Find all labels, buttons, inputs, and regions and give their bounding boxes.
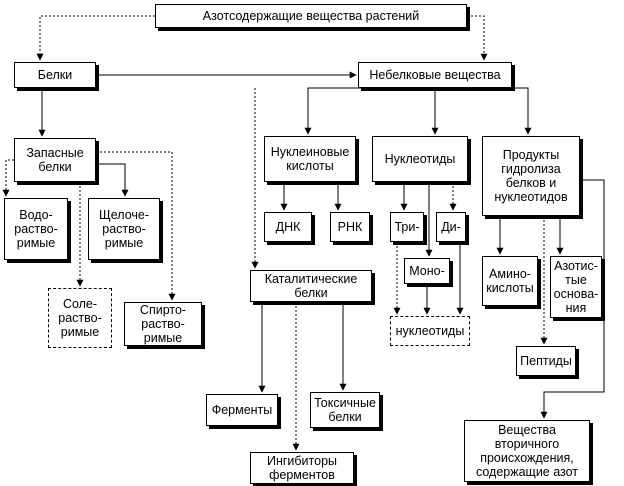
node-hydrolysis-products: Продукты гидролиза белков и нуклеотидов xyxy=(482,136,580,216)
node-salt-soluble: Соле- раство- римые xyxy=(48,288,112,348)
node-secondary-substances: Вещества вторичного происхождения, содер… xyxy=(464,420,590,482)
edge-storage-to-alkali xyxy=(96,163,129,197)
node-root: Азотсодержащие вещества растений xyxy=(155,4,467,28)
node-nitrogen-bases: Азотис- тые основа- ния xyxy=(550,256,602,318)
edge-storage-to-water xyxy=(2,159,14,197)
node-storage-proteins: Запасные белки xyxy=(14,138,96,182)
node-amino-acids: Амино- кислоты xyxy=(482,256,538,306)
node-mono: Моно- xyxy=(404,258,450,284)
node-nucleotides: Нуклеотиды xyxy=(372,136,468,182)
node-nonprotein: Небелковые вещества xyxy=(358,62,512,88)
edge-root-to-proteins xyxy=(36,15,155,61)
node-enzymes: Ферменты xyxy=(206,394,278,426)
node-peptides: Пептиды xyxy=(516,346,576,376)
edge-nonprotein-to-hydrolysis xyxy=(490,87,532,135)
edge-root-to-nonprotein xyxy=(467,15,488,61)
node-tri: Три- xyxy=(390,212,424,242)
node-water-soluble: Водо- раство- римые xyxy=(4,198,68,260)
node-nucleic-acids: Нуклеиновые кислоты xyxy=(264,136,356,182)
edge-hydrolysis-to-secondary xyxy=(540,179,605,419)
node-alkali-soluble: Щелоче- раство- римые xyxy=(88,198,160,260)
node-proteins: Белки xyxy=(14,62,96,88)
node-dna: ДНК xyxy=(264,212,312,242)
node-catalytic-proteins: Каталитические белки xyxy=(250,270,372,302)
node-di: Ди- xyxy=(436,212,466,242)
node-rna: РНК xyxy=(330,212,370,242)
node-enzyme-inhibitors: Ингибиторы ферментов xyxy=(250,452,354,484)
edge-storage-to-alcohol xyxy=(96,151,176,301)
edge-nonprotein-to-nucleic xyxy=(304,87,380,135)
node-toxic-proteins: Токсичные белки xyxy=(310,392,380,428)
node-nucleotides-sum: нуклеотиды xyxy=(390,316,470,346)
node-alcohol-soluble: Спирто- раство- римые xyxy=(124,302,202,346)
